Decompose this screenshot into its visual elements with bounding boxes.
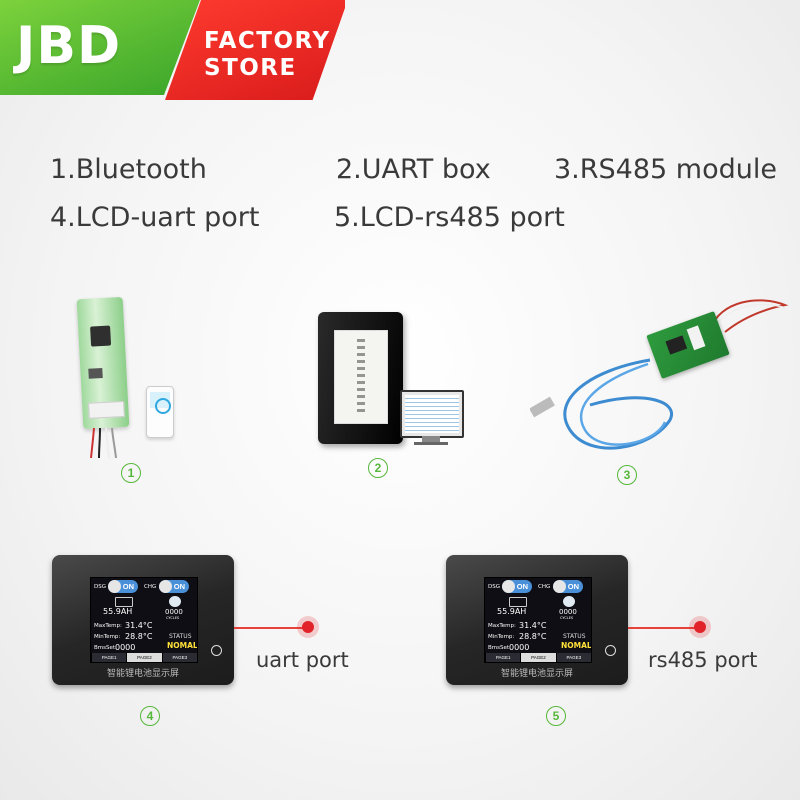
maxtemp-label: MaxTemp: [488,623,516,629]
chip-icon [88,368,103,379]
page-tab-3: PAGE3 [161,653,197,662]
lcd-caption: 智能锂电池显示屏 [106,668,179,678]
capacity-value: 55.9AH [103,607,133,616]
usb-cable-icon [530,358,673,450]
status-label: STATUS [169,633,192,640]
dsg-toggle: ON [502,580,532,593]
device-label-sticker [334,330,388,424]
cycle-icon [169,596,181,607]
mintemp-value: 28.8°C [125,632,153,641]
rs485-module-image [646,311,730,379]
port-dot-icon [302,621,314,633]
power-button-icon [211,645,222,656]
battery-icon [509,597,527,607]
page-bar: PAGE1 PAGE2 PAGE3 [485,653,591,662]
computer-monitor-icon [400,390,464,438]
number-badge-2: 2 [368,458,388,478]
bmsset-label: BmsSet: [488,645,511,651]
battery-icon [115,597,133,607]
label-bluetooth: 1.Bluetooth [50,154,207,185]
number-badge-3: 3 [617,465,637,485]
monitor-stand [422,436,440,442]
uart-port-label: uart port [256,648,349,672]
lcd-display-rs485: DSG ON CHG ON 55.9AH 0000 CYCLES MaxTemp… [446,555,628,685]
mintemp-value: 28.8°C [519,632,547,641]
cycles-label: CYCLES [560,616,574,620]
number-badge-5: 5 [546,706,566,726]
status-value: NOMAL [561,641,592,650]
chg-label: CHG [538,584,551,590]
number-badge-1: 1 [121,463,141,483]
uart-box-image [318,312,403,444]
capacity-value: 55.9AH [497,607,527,616]
label-lcd-uart-port: 4.LCD-uart port [50,202,260,233]
maxtemp-value: 31.4°C [519,621,547,630]
page-tab-3: PAGE3 [555,653,591,662]
label-uart-box: 2.UART box [336,154,491,185]
leader-line [234,627,306,629]
status-value: NOMAL [167,641,198,650]
bmsset-value: 0000 [115,643,136,652]
lcd-screen: DSG ON CHG ON 55.9AH 0000 CYCLES MaxTemp… [484,577,592,663]
cycles-label: CYCLES [166,616,180,620]
page-tab-2: PAGE2 [520,653,556,662]
leader-line [628,627,698,629]
brand-banner: JBD FACTORY STORE [0,0,345,100]
rs485-port-label: rs485 port [648,648,758,672]
number-badge-4: 4 [140,706,160,726]
smartphone-icon [146,386,174,438]
mintemp-label: MinTemp: [488,634,515,640]
connector-icon [88,400,125,419]
lcd-display-uart: DSG ON CHG ON 55.9AH 0000 CYCLES MaxTemp… [52,555,234,685]
lcd-screen: DSG ON CHG ON 55.9AH 0000 CYCLES MaxTemp… [90,577,198,663]
label-lcd-rs485-port: 5.LCD-rs485 port [334,202,565,233]
banner-line-factory: FACTORY [204,28,331,54]
chg-label: CHG [144,584,157,590]
connector-icon [686,325,706,351]
bmsset-label: BmsSet: [94,645,117,651]
lcd-caption: 智能锂电池显示屏 [500,668,573,678]
page-bar: PAGE1 PAGE2 PAGE3 [91,653,197,662]
power-button-icon [605,645,616,656]
maxtemp-label: MaxTemp: [94,623,122,629]
cycles-value: 0000 [165,608,183,616]
status-label: STATUS [563,633,586,640]
page-tab-2: PAGE2 [126,653,162,662]
port-dot-icon [694,621,706,633]
cycle-icon [563,596,575,607]
bmsset-value: 0000 [509,643,530,652]
chip-icon [90,325,112,347]
banner-red-panel [165,0,345,100]
banner-green-panel [0,0,200,95]
banner-line-store: STORE [204,55,297,81]
dsg-toggle: ON [108,580,138,593]
cycles-value: 0000 [559,608,577,616]
brand-logo: JBD [16,16,122,76]
page-tab-1: PAGE1 [485,653,521,662]
maxtemp-value: 31.4°C [125,621,153,630]
mintemp-label: MinTemp: [94,634,121,640]
dsg-label: DSG [94,584,106,590]
dsg-label: DSG [488,584,500,590]
monitor-base [414,442,448,445]
page-tab-1: PAGE1 [91,653,127,662]
chg-toggle: ON [553,580,583,593]
bluetooth-board-image [76,296,130,430]
chg-toggle: ON [159,580,189,593]
label-rs485-module: 3.RS485 module [554,154,777,185]
wires-icon [90,428,117,458]
chip-icon [665,335,688,355]
